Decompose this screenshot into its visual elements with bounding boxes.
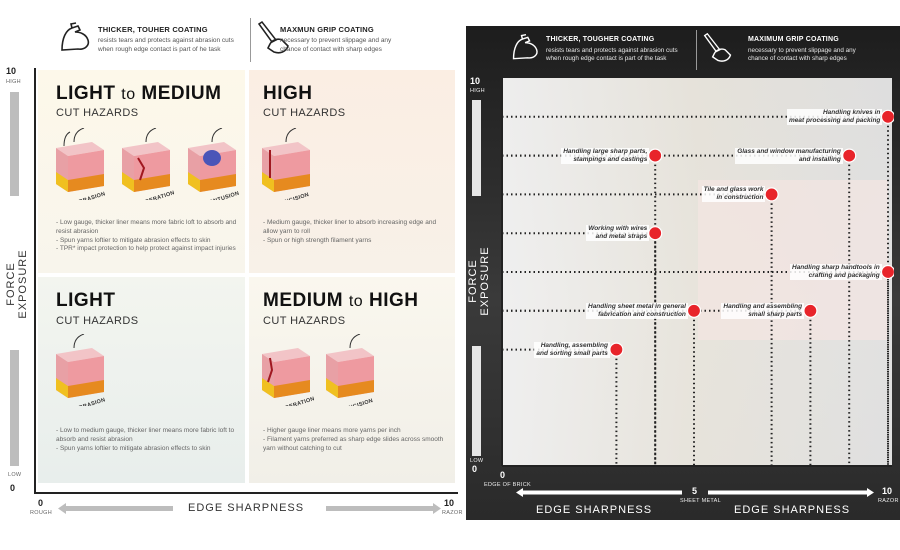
scatter-point-1 — [648, 148, 663, 163]
hand-knife-icon-right — [703, 32, 732, 62]
y-axis-lower-bar — [10, 350, 19, 466]
scatter-point-8 — [609, 342, 624, 357]
quadrant-subtitle-light-medium: CUT HAZARDS — [56, 107, 139, 119]
coating-desc: resists tears and protects against abras… — [98, 37, 234, 53]
r-x-axis-title-right: EDGE SHARPNESS — [734, 504, 851, 516]
r-y-top-label: HIGH — [470, 88, 485, 94]
x-axis-left-arrow — [58, 503, 173, 514]
skin-tile-incision: INCISION — [262, 128, 310, 200]
tile-label-laceration-mh: LACERATION — [277, 396, 314, 406]
y-axis-top-value: 10 — [6, 66, 17, 76]
scatter-point-3 — [764, 187, 779, 202]
x-axis-right-arrow — [326, 503, 441, 514]
r-grip-title: MAXIMUM GRIP COATING — [748, 36, 839, 43]
tile-label-laceration: LACERATION — [137, 190, 174, 200]
r-grip-desc: necessary to prevent slippage and any ch… — [748, 47, 856, 63]
scatter-point-4 — [648, 226, 663, 241]
tile-label-incision-mh: INCISION — [347, 398, 374, 406]
quadrant-bullets-light: - Low to medium gauge, thicker liner mea… — [56, 427, 235, 452]
skin-tile-laceration-mh: LACERATION — [262, 348, 314, 406]
quadrant-subtitle-high: CUT HAZARDS — [263, 107, 346, 119]
r-y-axis-title: FORCE EXPOSURE — [467, 246, 491, 316]
quadrant-bullets-high: - Medium gauge, thicker liner to absorb … — [263, 219, 437, 244]
x-axis-right-label: RAZOR — [442, 510, 463, 516]
y-axis-upper-bar — [10, 92, 19, 196]
header-divider — [250, 18, 251, 62]
r-y-bottom-value: 0 — [472, 464, 478, 474]
skin-tile-incision-mh: INCISION — [326, 334, 374, 406]
skin-tile-laceration: LACERATION — [122, 128, 174, 200]
y-axis-bottom-value: 0 — [10, 483, 16, 493]
r-y-upper-bar — [472, 100, 481, 196]
quadrant-title-light: LIGHT — [56, 290, 116, 311]
quadrant-title-light-medium: LIGHT to MEDIUM — [56, 83, 222, 104]
grip-title: MAXMUN GRIP COATING — [280, 25, 374, 34]
quadrant-bullets-medium-high: - Higher gauge liner means more yarns pe… — [263, 427, 444, 452]
y-axis-top-label: HIGH — [6, 79, 21, 85]
y-axis-line — [34, 68, 36, 494]
r-x-left-label: EDGE OF BRICK — [484, 482, 531, 488]
r-coating-desc: resists tears and protects against abras… — [546, 47, 678, 63]
tile-label-abrasion-light: ABRASION — [74, 397, 106, 406]
r-x-right-arrow — [708, 488, 874, 497]
x-axis-title: EDGE SHARPNESS — [188, 502, 305, 514]
quadrant-subtitle-medium-high: CUT HAZARDS — [263, 315, 346, 327]
quadrant-title-medium-high: MEDIUM to HIGH — [263, 290, 419, 311]
r-x-right-value: 10 — [882, 486, 893, 496]
x-axis-left-value: 0 — [38, 498, 44, 508]
r-x-left-arrow — [516, 488, 682, 497]
y-axis-bottom-label: LOW — [8, 472, 22, 478]
scatter-point-5 — [880, 264, 894, 280]
y-axis-title: FORCE EXPOSURE — [5, 249, 29, 319]
r-x-right-label: RAZOR — [878, 498, 899, 504]
r-header-divider — [696, 30, 697, 70]
flexed-arm-icon — [61, 22, 90, 51]
quadrant-bullets-light-medium: - Low gauge, thicker liner means more fa… — [56, 219, 237, 253]
tile-label-contusion: CONTUSION — [204, 191, 240, 200]
scatter-point-2 — [842, 148, 857, 163]
x-axis-left-label: ROUGH — [30, 510, 52, 516]
point-label-1: Handling large sharp parts,stampings and… — [561, 147, 650, 164]
quadrant-title-high: HIGH — [263, 83, 313, 104]
coating-title: THICKER, TOUHER COATING — [98, 25, 208, 34]
quadrant-subtitle-light: CUT HAZARDS — [56, 315, 139, 327]
flexed-arm-icon-right — [512, 33, 538, 60]
scatter-point-7 — [803, 303, 818, 318]
r-x-left-value: 0 — [500, 470, 506, 480]
grip-desc: necessary to prevent slippage and any ch… — [280, 37, 392, 53]
r-coating-title: THICKER, TOUGHER COATING — [546, 36, 655, 43]
r-x-mid-label: SHEET METAL — [680, 498, 721, 504]
r-x-axis-title-left: EDGE SHARPNESS — [536, 504, 653, 516]
x-axis-line — [34, 492, 458, 494]
r-y-lower-bar — [472, 346, 481, 456]
r-x-mid-value: 5 — [692, 486, 698, 496]
skin-tile-contusion: CONTUSION — [188, 128, 240, 200]
right-infographic: THICKER, TOUGHER COATING resists tears a… — [466, 26, 900, 520]
r-y-top-value: 10 — [470, 76, 481, 86]
hand-knife-icon — [257, 20, 289, 54]
r-plot-area — [501, 78, 894, 467]
tile-label-abrasion: ABRASION — [74, 191, 106, 200]
skin-tile-abrasion: ABRASION — [56, 128, 106, 200]
tile-label-incision: INCISION — [283, 192, 310, 200]
r-y-bottom-label: LOW — [470, 458, 484, 464]
scatter-point-6 — [686, 303, 702, 318]
x-axis-right-value: 10 — [444, 498, 455, 508]
skin-tile-abrasion-light: ABRASION — [56, 334, 106, 406]
scatter-point-0 — [880, 109, 894, 124]
